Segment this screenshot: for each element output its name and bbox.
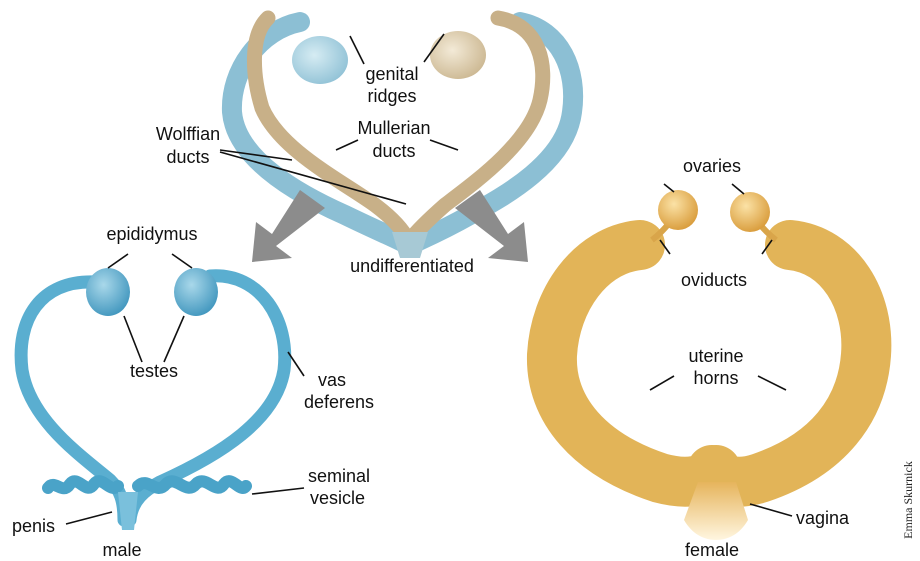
genital-ridges-label-line2: ridges <box>367 86 416 106</box>
ovary-left <box>658 190 698 230</box>
artist-credit: Emma Skurnick <box>901 461 915 539</box>
seminal-vesicle-left <box>48 481 118 488</box>
seminal-vesicle-label-line1: seminal <box>308 466 370 486</box>
undifferentiated-tip <box>392 232 428 258</box>
testis-left <box>86 268 130 316</box>
epididymus-label: epididymus <box>106 224 197 244</box>
female-caption: female <box>685 540 739 560</box>
undifferentiated-caption: undifferentiated <box>350 256 474 276</box>
male-caption: male <box>102 540 141 560</box>
wolffian-ducts-label-line1: Wolffian <box>156 124 220 144</box>
oviducts-label: oviducts <box>681 270 747 290</box>
mullerian-ducts-label-line1: Mullerian <box>357 118 430 138</box>
wolffian-ducts-label-line2: ducts <box>166 147 209 167</box>
ovaries-label: ovaries <box>683 156 741 176</box>
uterine-horns-label-line2: horns <box>693 368 738 388</box>
male-structure <box>21 268 285 530</box>
vagina-label: vagina <box>796 508 850 528</box>
genital-ridge-right <box>430 31 486 79</box>
testes-label: testes <box>130 361 178 381</box>
vas-deferens-label-line2: deferens <box>304 392 374 412</box>
genital-ridges-label-line1: genital <box>365 64 418 84</box>
vas-deferens-label-line1: vas <box>318 370 346 390</box>
arrow-to-male-icon <box>252 190 325 262</box>
mullerian-ducts-label-line2: ducts <box>372 141 415 161</box>
uterine-horns-label-line1: uterine <box>688 346 743 366</box>
seminal-vesicle-right <box>138 481 246 488</box>
genital-ridge-left <box>292 36 348 84</box>
ovary-right <box>730 192 770 232</box>
testis-right <box>174 268 218 316</box>
penis-label: penis <box>12 516 55 536</box>
seminal-vesicle-label-line2: vesicle <box>310 488 365 508</box>
